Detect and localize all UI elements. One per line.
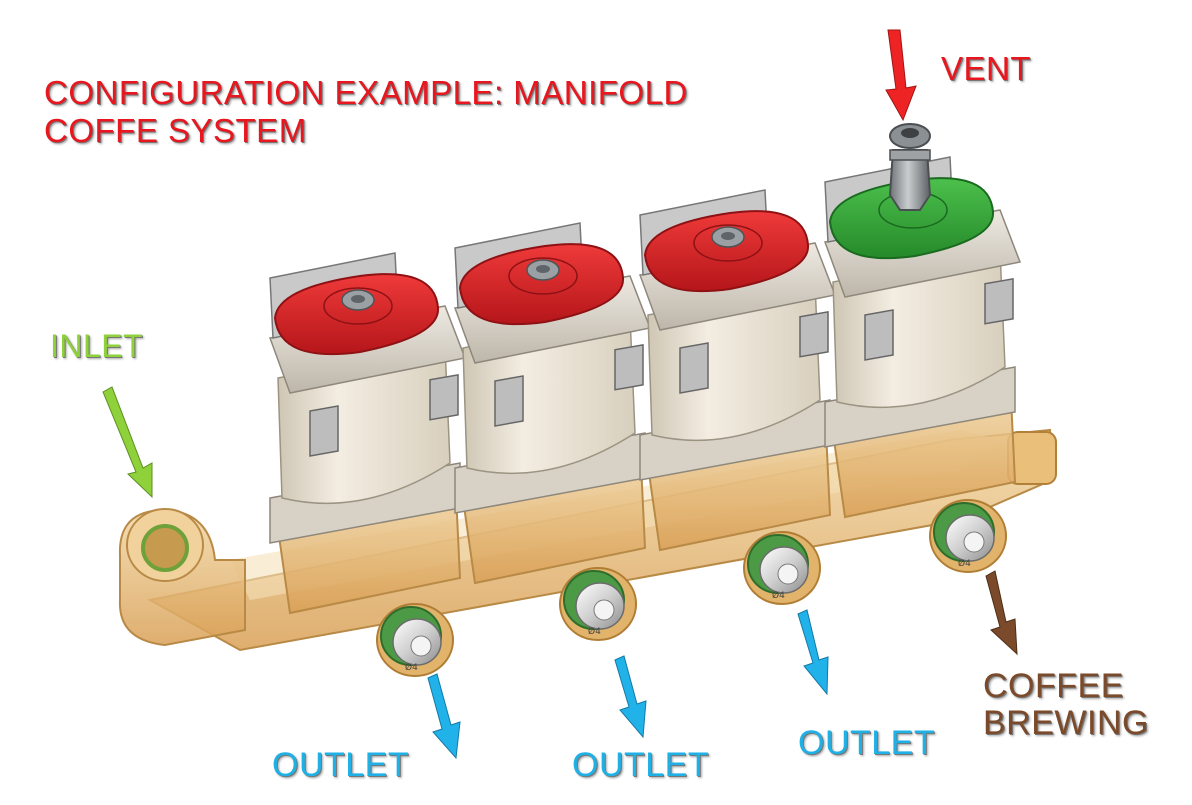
port-marking: Ø4 [588, 626, 601, 637]
solenoid-valve-unit [638, 189, 837, 552]
outlet-port: Ø4 [559, 567, 637, 641]
outlet-label-2: OUTLET [572, 746, 710, 784]
inlet-elbow [118, 508, 246, 647]
title-line-2: COFFE SYSTEM [44, 112, 307, 149]
coffee-brewing-label: COFFEE BREWING [983, 668, 1149, 742]
diagram-title: CONFIGURATION EXAMPLE: MANIFOLD COFFE SY… [44, 74, 688, 150]
outlet-label-3: OUTLET [798, 724, 936, 762]
outlet-port: Ø4 [929, 499, 1007, 573]
outlet-arrow-3 [797, 609, 829, 696]
outlet-port: Ø4 [376, 603, 454, 677]
coffee-line-1: COFFEE [983, 667, 1124, 705]
coffee-line-2: BREWING [983, 704, 1149, 742]
solenoid-valve-unit [268, 252, 467, 615]
vent-label: VENT [941, 50, 1032, 87]
coffee-arrow [985, 570, 1018, 656]
inlet-arrow [102, 386, 153, 499]
port-marking: Ø4 [958, 558, 971, 569]
port-marking: Ø4 [772, 590, 785, 601]
outlet-arrow-2 [614, 655, 647, 739]
inlet-label: INLET [50, 328, 144, 364]
title-line-1: CONFIGURATION EXAMPLE: MANIFOLD [44, 74, 688, 111]
port-marking: Ø4 [405, 662, 418, 673]
outlet-arrow-1 [427, 673, 461, 760]
vent-valve-unit [823, 156, 1022, 519]
solenoid-valve-unit [453, 222, 652, 585]
outlet-port: Ø4 [743, 531, 821, 605]
vent-arrow [885, 29, 917, 122]
outlet-label-1: OUTLET [272, 746, 410, 784]
vent-nozzle [888, 123, 932, 211]
